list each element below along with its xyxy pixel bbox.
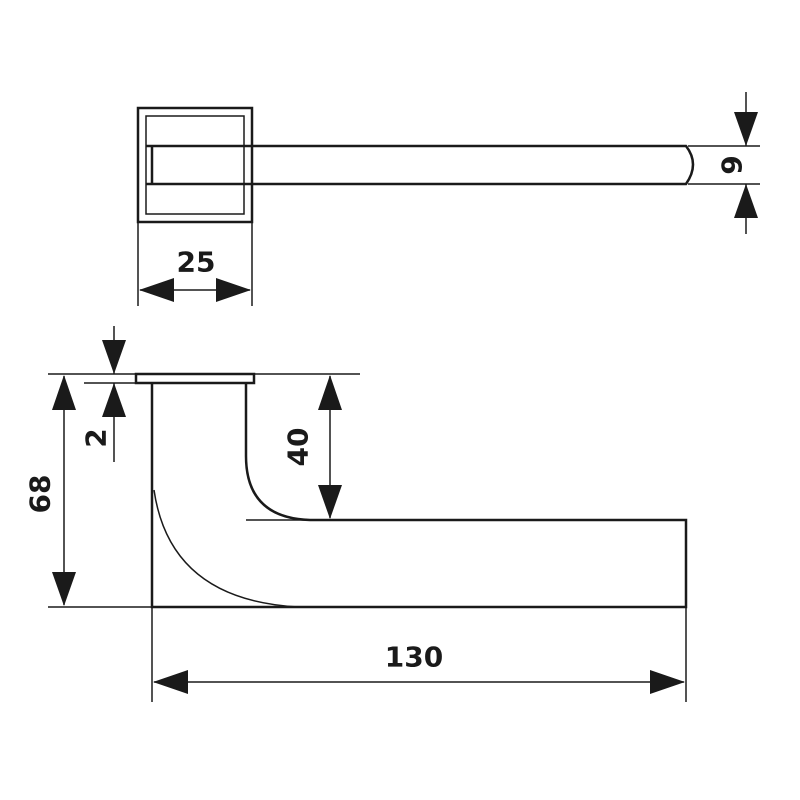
arrow-left-icon	[153, 670, 188, 694]
arrow-down-icon	[734, 112, 758, 146]
dimension-rose-width: 25	[137, 222, 253, 306]
dimension-label-rose-width: 25	[177, 246, 216, 279]
top-view: 9 25	[136, 92, 760, 306]
arrow-up-icon	[102, 383, 126, 417]
side-view: 2 68 40 130	[24, 326, 688, 702]
dimension-rose-thickness: 2	[80, 326, 136, 462]
dimension-label-bar-thickness: 9	[716, 155, 749, 174]
rose-outer	[136, 106, 254, 224]
dimension-handle-length: 130	[151, 607, 687, 702]
dimension-bar-thickness: 9	[688, 92, 760, 234]
dimension-label-handle-length: 130	[385, 641, 443, 674]
handle-bar-top	[146, 144, 695, 186]
arrow-right-icon	[650, 670, 685, 694]
dimension-total-height: 68	[24, 373, 360, 608]
arrow-up-icon	[734, 184, 758, 218]
arrow-up-icon	[52, 375, 76, 410]
dimension-label-total-height: 68	[24, 475, 57, 514]
arrow-left-icon	[139, 278, 174, 302]
rose-inner	[145, 115, 245, 215]
arrow-right-icon	[216, 278, 251, 302]
arrow-down-icon	[102, 340, 126, 374]
dimension-label-rose-thickness: 2	[80, 428, 113, 447]
dimension-handle-drop: 40	[246, 375, 342, 521]
dimension-label-handle-drop: 40	[282, 428, 315, 467]
arrow-down-icon	[318, 485, 342, 519]
handle-profile	[150, 383, 688, 609]
handle-inner-curve	[153, 489, 299, 608]
rose-plate	[134, 372, 256, 385]
arrow-down-icon	[52, 572, 76, 606]
arrow-up-icon	[318, 375, 342, 410]
